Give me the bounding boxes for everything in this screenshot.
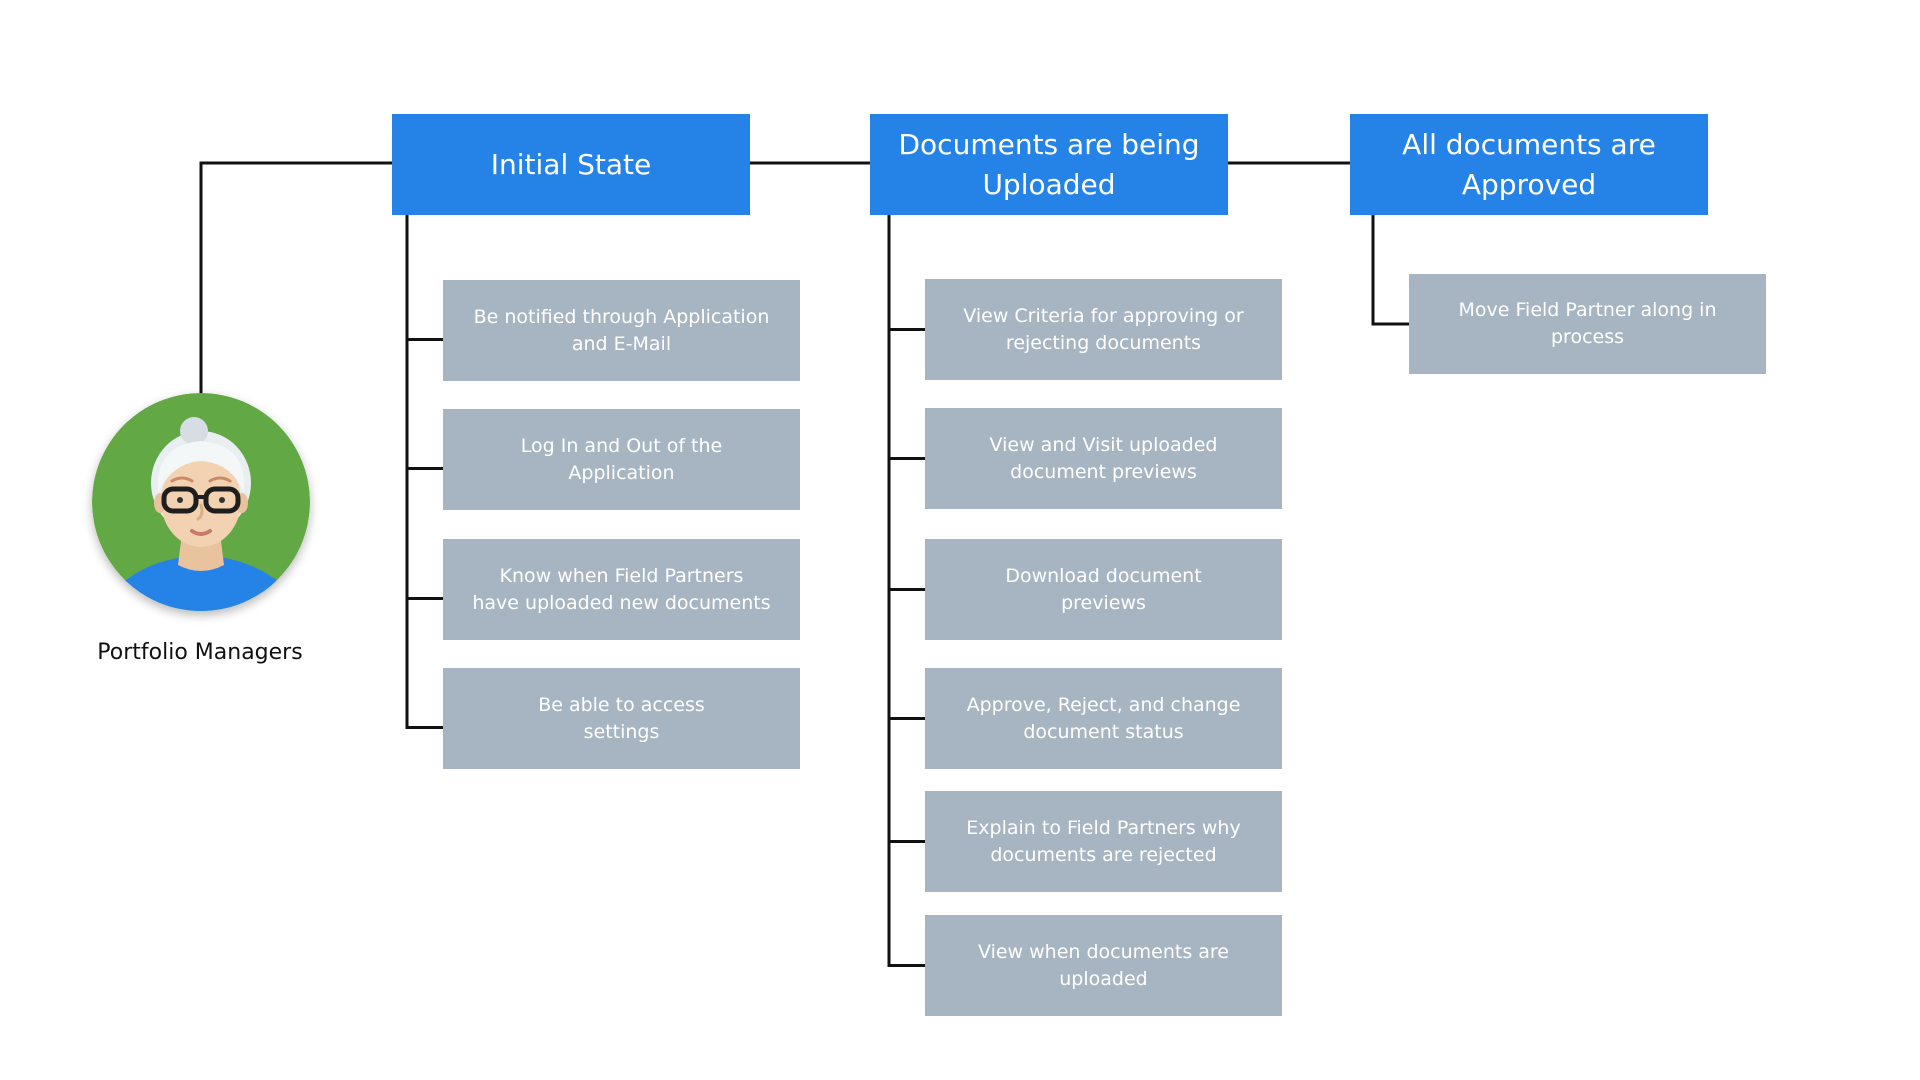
task-box: Download document previews — [925, 539, 1282, 640]
task-box: View Criteria for approving or rejecting… — [925, 279, 1282, 380]
task-box: Move Field Partner along in process — [1409, 274, 1766, 374]
task-box: Explain to Field Partners why documents … — [925, 791, 1282, 892]
task-box: Approve, Reject, and change document sta… — [925, 668, 1282, 769]
task-box: Be able to access settings — [443, 668, 800, 769]
persona-name: Portfolio Managers — [97, 640, 303, 665]
task-box: Know when Field Partners have uploaded n… — [443, 539, 800, 640]
task-box: View when documents are uploaded — [925, 915, 1282, 1016]
task-box: View and Visit uploaded document preview… — [925, 408, 1282, 509]
stage-documents-approved: All documents are Approved — [1350, 114, 1708, 215]
task-box: Be notified through Application and E-Ma… — [443, 280, 800, 381]
stage-documents-uploaded: Documents are being Uploaded — [870, 114, 1228, 215]
stage-initial-state: Initial State — [392, 114, 750, 215]
elderly-woman-avatar-icon — [92, 393, 310, 611]
task-box: Log In and Out of the Application — [443, 409, 800, 510]
